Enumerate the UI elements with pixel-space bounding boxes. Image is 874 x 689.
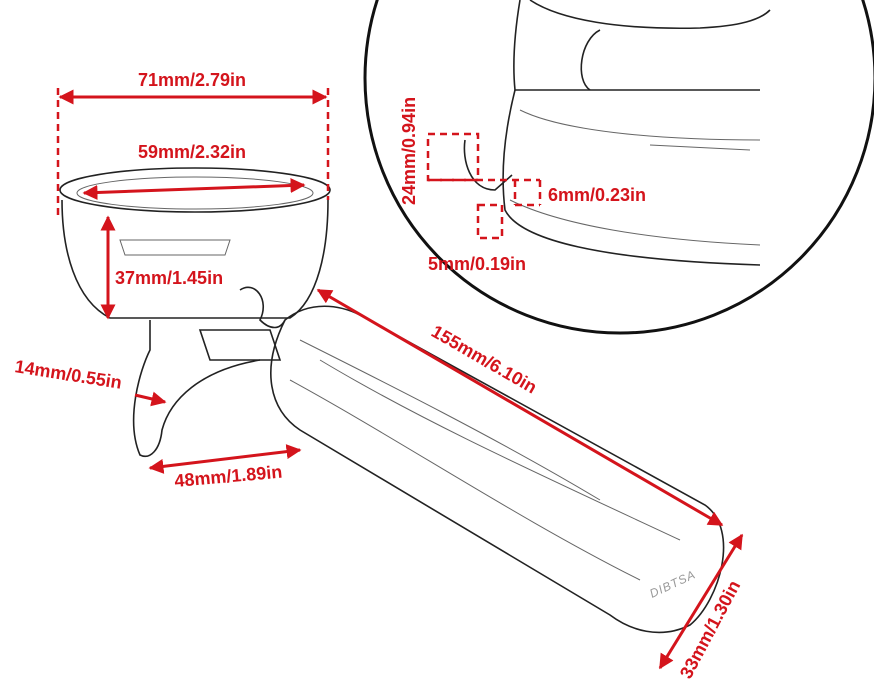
handle-brand-text: DIBTSA <box>647 567 698 601</box>
lug-depth-label: 6mm/0.23in <box>548 185 646 205</box>
lug-width-label: 5mm/0.19in <box>428 254 526 274</box>
dimension-handle-width: 33mm/1.30in <box>658 533 744 682</box>
lug-width-box <box>476 203 504 240</box>
dimension-inner-diameter: 59mm/2.32in <box>82 142 306 201</box>
detail-magnifier: 24mm/0.94in 6mm/0.23in 5mm/0.19in <box>363 0 874 335</box>
spout-length-label: 48mm/1.89in <box>174 462 283 491</box>
dimension-basket-depth: 37mm/1.45in <box>100 215 223 320</box>
outer-diameter-label: 71mm/2.79in <box>138 70 246 90</box>
spout-width-label: 14mm/0.55in <box>13 356 123 393</box>
handle-width-label: 33mm/1.30in <box>676 577 744 682</box>
dimension-spout-length: 48mm/1.89in <box>148 444 302 491</box>
lug-detail-sketch <box>463 0 771 266</box>
basket-depth-label: 37mm/1.45in <box>115 268 223 288</box>
inner-diameter-label: 59mm/2.32in <box>138 142 246 162</box>
dimension-outer-diameter: 71mm/2.79in <box>56 70 330 215</box>
lug-height-label: 24mm/0.94in <box>399 97 419 205</box>
dimension-spout-width: 14mm/0.55in <box>13 356 167 407</box>
